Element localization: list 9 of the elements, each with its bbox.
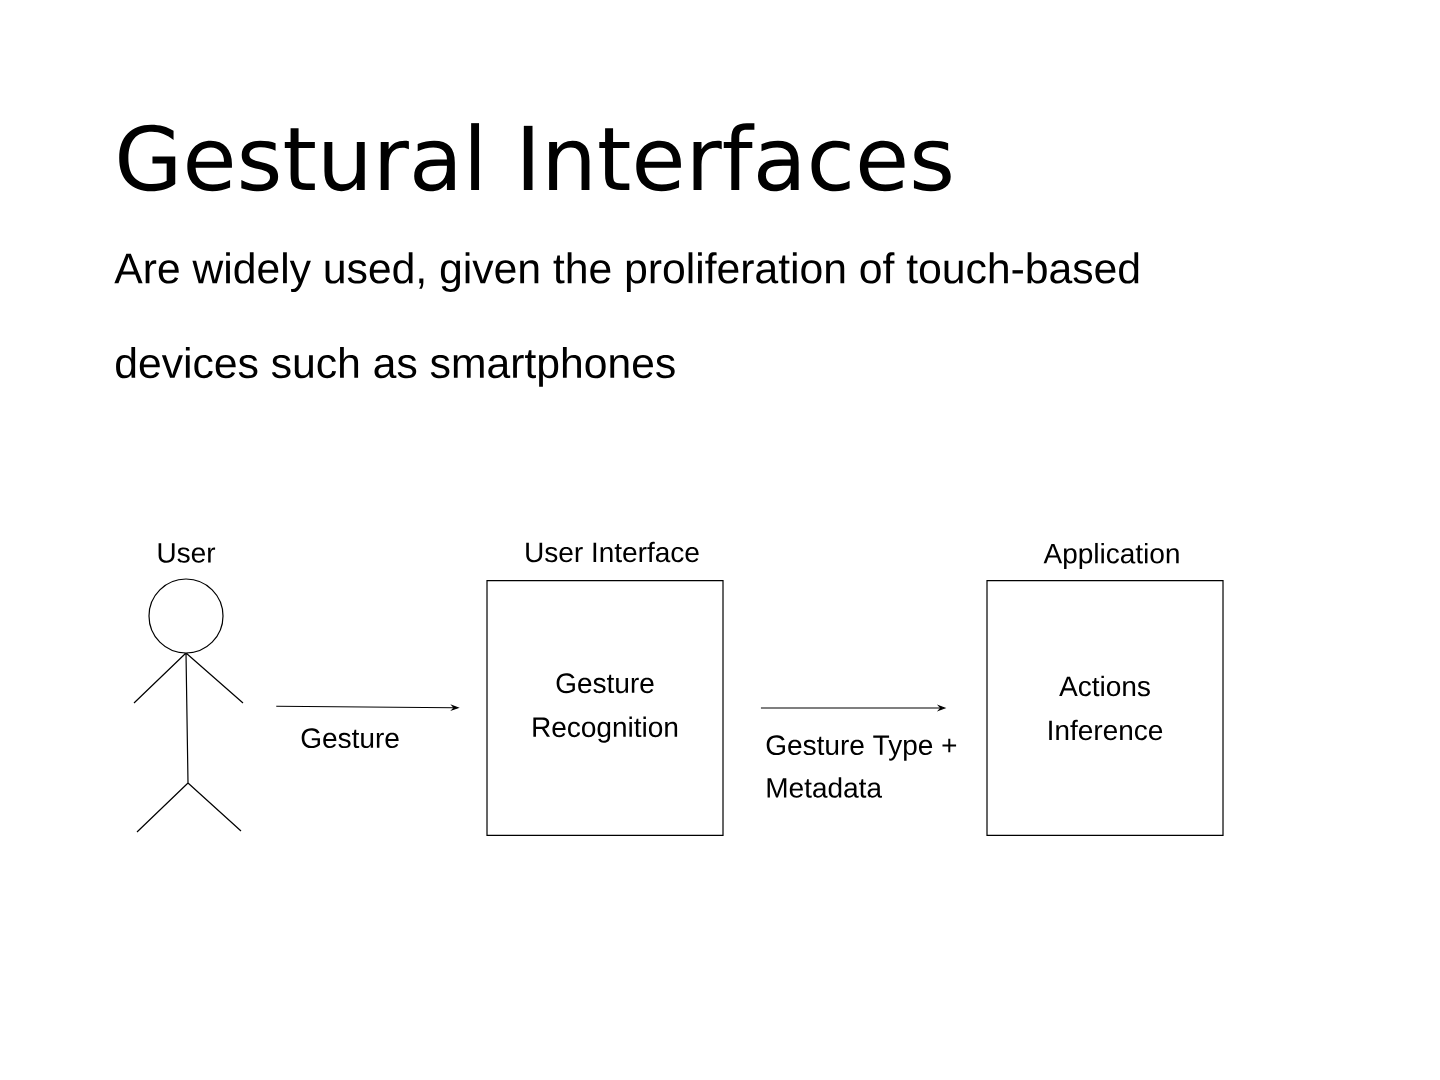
title: Gestural Interfaces (119, 123, 951, 192)
process-box: Actions Inference (986, 580, 1224, 836)
edge-label: Gesture (301, 728, 399, 749)
node-heading: User Interface (526, 541, 699, 563)
node-heading: User (158, 543, 216, 563)
body-text: Are widely used, given the proliferation of touch-based devices such as smartphones (114, 252, 1139, 387)
process-box: Gesture Recognition (486, 580, 724, 836)
edge-label: Gesture Type + Metadata (766, 735, 957, 798)
node-heading: Application (1043, 542, 1179, 570)
